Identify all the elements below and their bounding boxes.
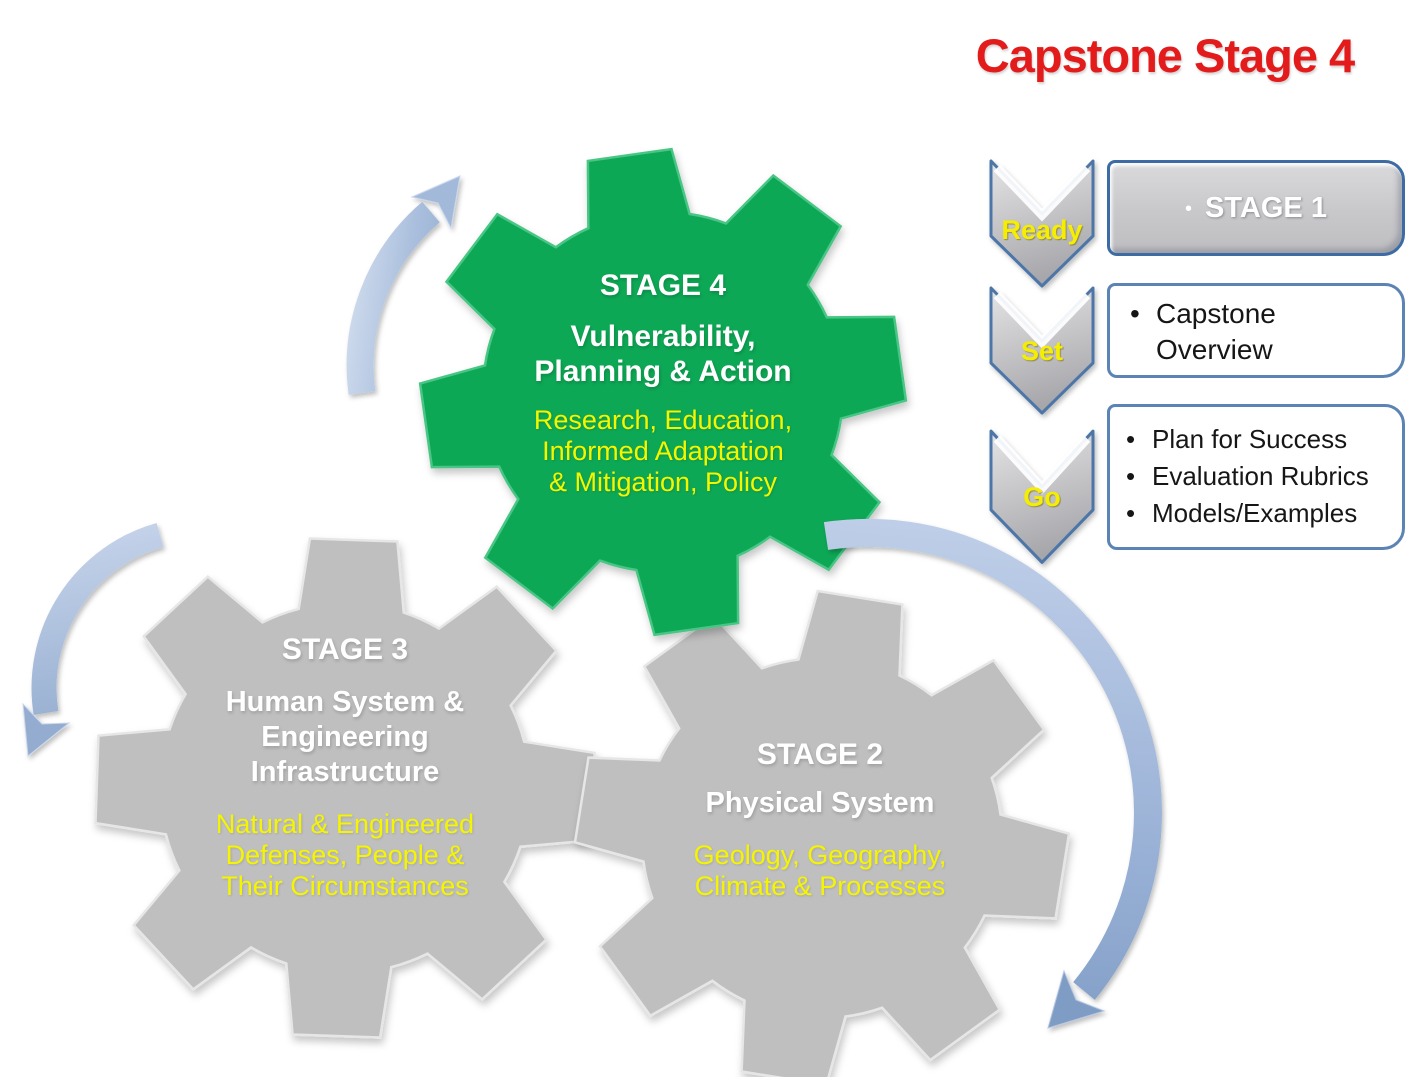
stage4-label: STAGE 4 (599, 269, 727, 302)
resources-box: • Plan for Success • Evaluation Rubrics … (1107, 404, 1405, 550)
bullet-icon: • (1126, 498, 1136, 528)
list-item-text: Capstone Overview (1156, 298, 1276, 365)
list-item: • Models/Examples (1126, 495, 1398, 532)
stage2-label: STAGE 2 (756, 738, 884, 771)
list-item: • Plan for Success (1126, 421, 1398, 458)
curved-arrow-down-left-icon (22, 522, 164, 757)
stage1-box-label: STAGE 1 (1205, 191, 1327, 224)
capstone-overview-box: • Capstone Overview (1107, 283, 1405, 378)
chevron-go-label: Go (1023, 482, 1061, 512)
curved-arrow-up-icon (346, 175, 461, 395)
set-chevron-shape (989, 286, 1095, 415)
stage2-heading: Physical System (705, 787, 935, 819)
bullet-icon: • (1126, 461, 1136, 491)
list-item-text: Evaluation Rubrics (1152, 461, 1369, 491)
stage4-gear (418, 147, 908, 637)
stage3-detail: Natural & Engineered Defenses, People & … (215, 809, 475, 901)
list-item-text: Plan for Success (1152, 424, 1348, 454)
bullet-icon: • (1185, 197, 1193, 220)
stage4-detail: Research, Education, Informed Adaptation… (533, 405, 793, 497)
list-item: • Capstone Overview (1130, 296, 1394, 368)
curved-arrow-right-sweep-icon (823, 518, 1162, 1029)
chevron-ready-label: Ready (1001, 215, 1083, 245)
stage2-gear (573, 589, 1071, 1077)
stage2-detail: Geology, Geography, Climate & Processes (693, 840, 947, 901)
bullet-icon: • (1130, 298, 1140, 329)
chevron-set-label: Set (1020, 336, 1064, 366)
stage3-heading: Human System & Engineering Infrastructur… (225, 686, 465, 788)
list-item-text: Models/Examples (1152, 498, 1358, 528)
ready-chevron-shape (989, 159, 1095, 288)
stage4-heading: Vulnerability, Planning & Action (534, 320, 792, 388)
go-chevron-shape (989, 429, 1095, 564)
bullet-icon: • (1126, 424, 1136, 454)
stage1-box: • STAGE 1 (1107, 160, 1405, 256)
list-item: • Evaluation Rubrics (1126, 458, 1398, 495)
slide-title: Capstone Stage 4 (975, 29, 1355, 82)
stage3-gear (94, 537, 596, 1039)
stage3-label: STAGE 3 (281, 633, 409, 666)
